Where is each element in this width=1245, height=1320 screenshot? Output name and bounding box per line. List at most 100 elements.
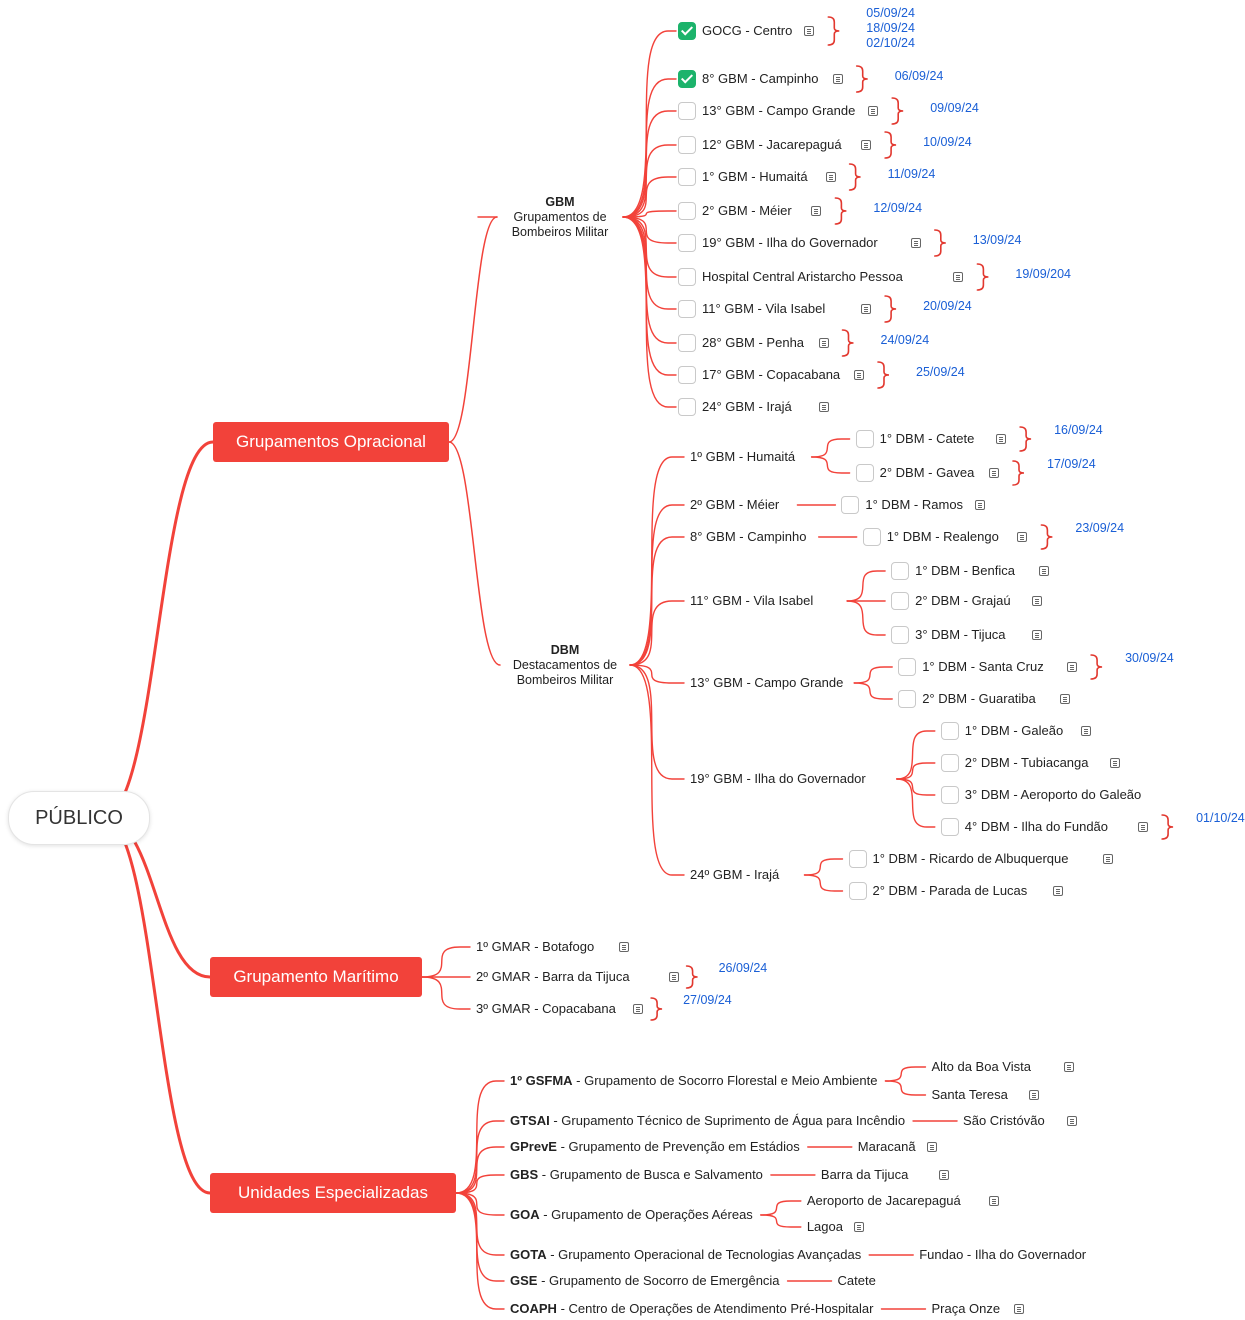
gbm-item[interactable]: 13° GBM - Campo Grande <box>702 103 856 118</box>
gmar-item[interactable]: 2º GMAR - Barra da Tijuca <box>476 969 630 984</box>
note-icon[interactable] <box>618 942 629 952</box>
dbm-checkbox[interactable] <box>891 592 910 610</box>
note-icon[interactable] <box>1038 566 1049 576</box>
gbm-item[interactable]: 19° GBM - Ilha do Governador <box>702 235 878 250</box>
dbm-checkbox[interactable] <box>940 754 959 772</box>
branch-unidades-especializadas[interactable]: Unidades Especializadas <box>210 1173 456 1213</box>
gbm-checkbox[interactable] <box>678 22 696 40</box>
esp-location[interactable]: Maracanã <box>857 1139 916 1154</box>
gbm-item[interactable]: 28° GBM - Penha <box>702 335 805 350</box>
dbm-group[interactable]: 13° GBM - Campo Grande <box>690 675 844 690</box>
note-icon[interactable] <box>1028 1090 1039 1100</box>
root-node[interactable]: PÚBLICO <box>8 791 150 845</box>
esp-item[interactable]: GOA - Grupamento de Operações Aéreas <box>510 1207 753 1223</box>
dbm-item[interactable]: 1° DBM - Ramos <box>865 497 964 512</box>
dbm-item[interactable]: 2° DBM - Guaratiba <box>922 691 1036 706</box>
note-icon[interactable] <box>811 206 822 216</box>
gbm-item[interactable]: GOCG - Centro <box>702 23 793 38</box>
gbm-item[interactable]: 12° GBM - Jacarepaguá <box>702 137 842 152</box>
note-icon[interactable] <box>825 172 836 182</box>
note-icon[interactable] <box>1017 532 1028 542</box>
esp-location[interactable]: Aeroporto de Jacarepaguá <box>806 1193 961 1208</box>
dbm-group[interactable]: 24º GBM - Irajá <box>690 867 780 882</box>
branch-grupamentos-opracional[interactable]: Grupamentos Opracional <box>213 422 449 462</box>
note-icon[interactable] <box>854 370 864 380</box>
esp-item[interactable]: GTSAI - Grupamento Técnico de Suprimento… <box>510 1113 905 1129</box>
note-icon[interactable] <box>861 304 872 314</box>
esp-item[interactable]: GSE - Grupamento de Socorro de Emergênci… <box>510 1273 780 1289</box>
note-icon[interactable] <box>861 140 872 150</box>
note-icon[interactable] <box>926 1142 937 1152</box>
gbm-checkbox[interactable] <box>678 102 696 120</box>
note-icon[interactable] <box>1031 596 1042 606</box>
gmar-item[interactable]: 1º GMAR - Botafogo <box>476 939 595 954</box>
note-icon[interactable] <box>989 1196 1000 1206</box>
dbm-group[interactable]: 11° GBM - Vila Isabel <box>690 593 814 608</box>
dbm-item[interactable]: 2° DBM - Gavea <box>879 465 975 480</box>
gbm-checkbox[interactable] <box>678 268 696 286</box>
gbm-item[interactable]: 1° GBM - Humaitá <box>702 169 808 184</box>
esp-item[interactable]: GPrevE - Grupamento de Prevenção em Está… <box>510 1139 800 1155</box>
dbm-item[interactable]: 2° DBM - Grajaú <box>915 593 1011 608</box>
gbm-checkbox[interactable] <box>678 300 696 318</box>
esp-location[interactable]: Praça Onze <box>931 1301 1001 1316</box>
note-icon[interactable] <box>996 434 1007 444</box>
esp-location[interactable]: Santa Teresa <box>931 1087 1008 1102</box>
dbm-group[interactable]: 1º GBM - Humaitá <box>690 449 796 464</box>
dbm-group[interactable]: 2º GBM - Méier <box>690 497 780 512</box>
dbm-item[interactable]: 4° DBM - Ilha do Fundão <box>964 819 1109 834</box>
dbm-checkbox[interactable] <box>940 818 959 836</box>
dbm-item[interactable]: 1° DBM - Realengo <box>886 529 999 544</box>
note-icon[interactable] <box>1067 662 1078 672</box>
dbm-checkbox[interactable] <box>862 528 881 546</box>
note-icon[interactable] <box>1081 726 1092 736</box>
note-icon[interactable] <box>953 272 964 282</box>
note-icon[interactable] <box>868 106 879 116</box>
esp-item[interactable]: GOTA - Grupamento Operacional de Tecnolo… <box>510 1247 861 1263</box>
dbm-checkbox[interactable] <box>891 562 910 580</box>
note-icon[interactable] <box>804 26 815 36</box>
dbm-group[interactable]: 19° GBM - Ilha do Governador <box>690 771 866 786</box>
dbm-checkbox[interactable] <box>891 626 910 644</box>
note-icon[interactable] <box>989 468 999 478</box>
note-icon[interactable] <box>1109 758 1120 768</box>
gbm-item[interactable]: 17° GBM - Copacabana <box>702 367 841 382</box>
note-icon[interactable] <box>1060 694 1070 704</box>
dbm-checkbox[interactable] <box>848 882 867 900</box>
note-icon[interactable] <box>939 1170 950 1180</box>
esp-item[interactable]: COAPH - Centro de Operações de Atendimen… <box>510 1301 873 1317</box>
note-icon[interactable] <box>633 1004 644 1014</box>
esp-location[interactable]: Alto da Boa Vista <box>931 1059 1031 1074</box>
note-icon[interactable] <box>818 402 829 412</box>
dbm-checkbox[interactable] <box>855 464 874 482</box>
dbm-checkbox[interactable] <box>855 430 874 448</box>
gbm-item[interactable]: 8° GBM - Campinho <box>702 71 819 86</box>
note-icon[interactable] <box>974 500 985 510</box>
note-icon[interactable] <box>1067 1116 1078 1126</box>
dbm-item[interactable]: 1° DBM - Catete <box>879 431 975 446</box>
esp-location[interactable]: Fundao - Ilha do Governador <box>919 1247 1087 1262</box>
dbm-item[interactable]: 1° DBM - Benfica <box>915 563 1015 578</box>
gbm-checkbox[interactable] <box>678 168 696 186</box>
dbm-checkbox[interactable] <box>940 786 959 804</box>
branch-grupamento-maritimo[interactable]: Grupamento Marítimo <box>210 957 422 997</box>
gbm-item[interactable]: 11° GBM - Vila Isabel <box>702 301 826 316</box>
dbm-item[interactable]: 3° DBM - Tijuca <box>915 627 1006 642</box>
gbm-item[interactable]: 24° GBM - Irajá <box>702 399 792 414</box>
note-icon[interactable] <box>668 972 679 982</box>
note-icon[interactable] <box>818 338 829 348</box>
note-icon[interactable] <box>1014 1304 1025 1314</box>
esp-location[interactable]: Lagoa <box>806 1219 843 1234</box>
dbm-item[interactable]: 2° DBM - Parada de Lucas <box>872 883 1028 898</box>
dbm-checkbox[interactable] <box>898 690 917 708</box>
dbm-checkbox[interactable] <box>940 722 959 740</box>
gbm-item[interactable]: Hospital Central Aristarcho Pessoa <box>702 269 903 284</box>
gbm-checkbox[interactable] <box>678 234 696 252</box>
note-icon[interactable] <box>1052 886 1063 896</box>
esp-location[interactable]: Barra da Tijuca <box>820 1167 909 1182</box>
note-icon[interactable] <box>1031 630 1042 640</box>
gbm-checkbox[interactable] <box>678 366 696 384</box>
category-gbm[interactable]: GBM Grupamentos de Bombeiros Militar <box>497 195 623 240</box>
esp-location[interactable]: Catete <box>837 1273 876 1288</box>
dbm-item[interactable]: 1° DBM - Santa Cruz <box>922 659 1044 674</box>
